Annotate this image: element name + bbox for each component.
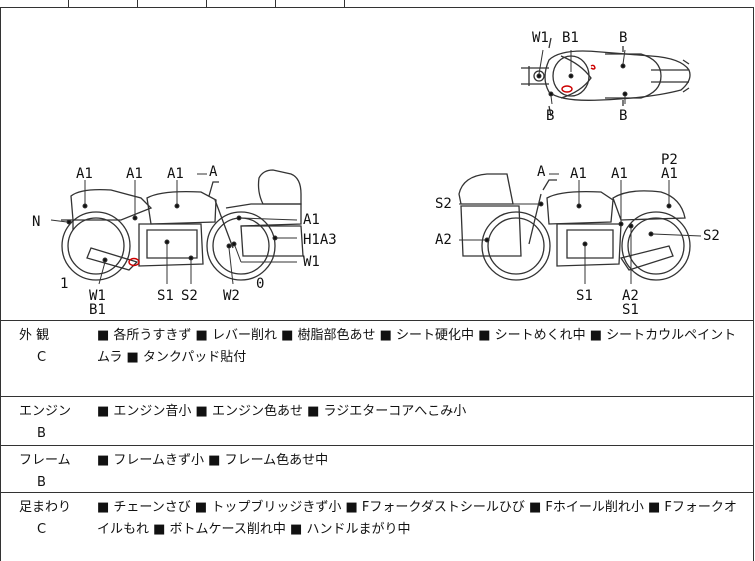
damage-mark [590, 64, 596, 70]
damage-mark [561, 85, 573, 93]
diagram-label: W1 [532, 30, 549, 46]
diagram-label: A1 [303, 212, 320, 228]
diagram-label: 1 [60, 276, 68, 292]
section-name: 外 観 [19, 328, 50, 343]
diagram-label: S1 [576, 288, 593, 304]
diagram-label: B [619, 108, 627, 124]
damage-mark [128, 257, 140, 267]
section-suspension: 足まわり C ■ チェーンさび ■ トップブリッジきず小 ■ Fフォークダストシ… [0, 493, 754, 561]
section-name: フレーム [19, 453, 71, 468]
table-divider [344, 0, 345, 7]
diagram-label: B [546, 108, 554, 124]
diagram-label: A1 [76, 166, 93, 182]
section-items: ■ 各所うすきず ■ レバー削れ ■ 樹脂部色あせ ■ シート硬化中 ■ シート… [97, 328, 737, 365]
diagram-label: B1 [562, 30, 579, 46]
diagram-label: A1 [570, 166, 587, 182]
section-items: ■ フレームきず小 ■ フレーム色あせ中 [97, 453, 329, 468]
section-engine: エンジン B ■ エンジン音小 ■ エンジン色あせ ■ ラジエターコアへこみ小 [0, 397, 754, 446]
diagram-label: A1 [661, 166, 678, 182]
table-header-strip [0, 0, 754, 8]
diagram-label: W2 [223, 288, 240, 304]
diagram-label: P2 [661, 152, 678, 168]
diagram-label: W1 [89, 288, 106, 304]
diagram-label: S2 [181, 288, 198, 304]
section-grade: B [37, 475, 46, 490]
diagram-label: A2 [622, 288, 639, 304]
diagram-label: B1 [89, 302, 106, 318]
diagram-label: A [209, 164, 218, 180]
section-frame: フレーム B ■ フレームきず小 ■ フレーム色あせ中 [0, 446, 754, 493]
diagram-label: B [619, 30, 627, 46]
section-grade: C [37, 522, 47, 537]
section-grade: B [37, 426, 46, 441]
diagram-label: H1A3 [303, 232, 337, 248]
diagram-label: S2 [435, 196, 452, 212]
diagram-label: S1 [157, 288, 174, 304]
section-items: ■ チェーンさび ■ トップブリッジきず小 ■ Fフォークダストシールひび ■ … [97, 500, 737, 537]
section-grade: C [37, 350, 47, 365]
section-name: エンジン [19, 404, 72, 419]
section-items: ■ エンジン音小 ■ エンジン色あせ ■ ラジエターコアへこみ小 [97, 404, 467, 419]
diagram-label: 0 [256, 276, 264, 292]
diagram-label: N [32, 214, 40, 230]
table-divider [275, 0, 276, 7]
diagram-label: A1 [167, 166, 184, 182]
motorcycle-diagram: W1 B1 B B B A1 A1 A1 A N A1 H1A3 W1 1 W1… [32, 30, 720, 318]
table-divider [206, 0, 207, 7]
motorcycle-top-view-icon [521, 37, 691, 117]
diagram-label: A2 [435, 232, 452, 248]
diagram-label: A1 [126, 166, 143, 182]
diagram-label: A [537, 164, 546, 180]
section-exterior: 外 観 C ■ 各所うすきず ■ レバー削れ ■ 樹脂部色あせ ■ シート硬化中… [0, 321, 754, 397]
table-divider [137, 0, 138, 7]
diagram-label: S1 [622, 302, 639, 318]
motorcycle-left-side-icon [61, 169, 304, 281]
diagram-label: W1 [303, 254, 320, 270]
damage-diagram: W1 B1 B B B A1 A1 A1 A N A1 H1A3 W1 1 W1… [0, 8, 754, 321]
motorcycle-right-side-icon [458, 173, 691, 281]
section-name: 足まわり [19, 500, 72, 515]
table-divider [68, 0, 69, 7]
diagram-label: A1 [611, 166, 628, 182]
diagram-label: S2 [703, 228, 720, 244]
